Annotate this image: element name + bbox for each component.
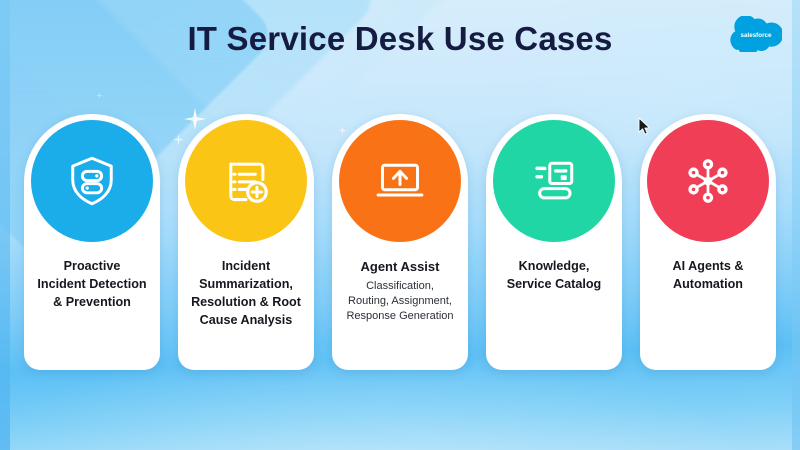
card-title-line: & Prevention xyxy=(53,294,131,309)
network-hub-icon xyxy=(682,155,734,207)
card-title-line: Agent Assist xyxy=(360,259,440,274)
use-case-card-row: Proactive Incident Detection & Preventio… xyxy=(24,114,776,370)
card-agent-assist[interactable]: Agent Assist Classification, Routing, As… xyxy=(332,114,468,370)
card-proactive-incident-detection[interactable]: Proactive Incident Detection & Preventio… xyxy=(24,114,160,370)
icon-circle-summarization xyxy=(185,120,307,242)
card-title-line: Incident Detection xyxy=(37,276,147,291)
laptop-upload-icon xyxy=(372,153,428,209)
card-title-line: Knowledge, xyxy=(518,259,590,273)
card-text-proactive: Proactive Incident Detection & Preventio… xyxy=(26,258,158,312)
card-title-line: Cause Analysis xyxy=(199,312,293,327)
card-subtitle-line: Classification, xyxy=(366,280,434,293)
card-title-line: Automation xyxy=(673,276,743,291)
card-ai-agents-automation[interactable]: AI Agents & Automation xyxy=(640,114,776,370)
background-right-edge xyxy=(792,0,800,450)
card-text-summarization: Incident Summarization, Resolution & Roo… xyxy=(180,258,312,330)
icon-circle-knowledge xyxy=(493,120,615,242)
card-text-ai-agents: AI Agents & Automation xyxy=(642,258,774,294)
shield-server-icon xyxy=(64,153,120,209)
card-title-line: Proactive xyxy=(63,259,121,273)
icon-circle-agent-assist xyxy=(339,120,461,242)
card-subtitle-agent-assist: Classification, Routing, Assignment, Res… xyxy=(336,279,464,323)
card-title-line: Summarization, xyxy=(199,276,293,291)
icon-circle-proactive xyxy=(31,120,153,242)
icon-circle-ai-agents xyxy=(647,120,769,242)
card-title-knowledge: Knowledge, Service Catalog xyxy=(490,258,618,294)
card-title-agent-assist: Agent Assist xyxy=(336,258,464,276)
card-title-line: Incident xyxy=(221,259,271,273)
card-subtitle-line: Routing, Assignment, xyxy=(348,295,452,308)
salesforce-cloud-logo: salesforce xyxy=(730,16,782,52)
card-knowledge-service-catalog[interactable]: Knowledge, Service Catalog xyxy=(486,114,622,370)
card-subtitle-line: Response Generation xyxy=(346,309,454,322)
page-title: IT Service Desk Use Cases xyxy=(187,20,613,57)
document-plus-icon xyxy=(219,154,273,208)
card-title-summarization: Incident Summarization, Resolution & Roo… xyxy=(182,258,310,330)
background-left-edge xyxy=(0,0,10,450)
card-title-line: Service Catalog xyxy=(506,276,602,291)
sparkle-icon xyxy=(96,92,103,99)
salesforce-wordmark: salesforce xyxy=(741,32,772,39)
card-title-line: Resolution & Root xyxy=(191,294,301,309)
card-title-ai-agents: AI Agents & Automation xyxy=(644,258,772,294)
card-text-agent-assist: Agent Assist Classification, Routing, As… xyxy=(334,258,466,324)
card-title-line: AI Agents & xyxy=(672,259,744,273)
card-title-proactive: Proactive Incident Detection & Preventio… xyxy=(28,258,156,312)
knowledge-catalog-icon xyxy=(527,154,581,208)
card-incident-summarization[interactable]: Incident Summarization, Resolution & Roo… xyxy=(178,114,314,370)
card-text-knowledge: Knowledge, Service Catalog xyxy=(488,258,620,294)
